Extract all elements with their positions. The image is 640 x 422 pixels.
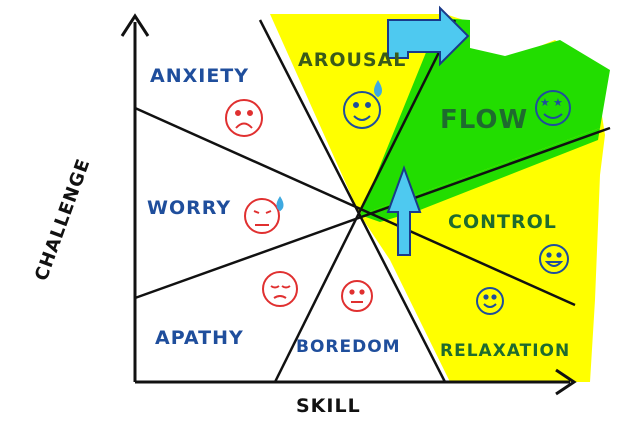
worried-sweat-icon bbox=[244, 196, 284, 234]
relaxation-label: RELAXATION bbox=[440, 341, 570, 361]
y-axis-label: CHALLENGE bbox=[31, 156, 95, 284]
y-axis-arrow bbox=[120, 13, 150, 37]
green-flow-region bbox=[360, 18, 610, 215]
svg-text:★: ★ bbox=[540, 97, 550, 109]
right-arrow-icon bbox=[387, 5, 470, 67]
worry-label: WORRY bbox=[147, 197, 231, 219]
sleepy-face-icon bbox=[262, 271, 298, 307]
up-arrow-icon bbox=[386, 165, 422, 256]
apathy-label: APATHY bbox=[155, 327, 244, 349]
star-eyes-face-icon: ★ ★ bbox=[535, 90, 571, 126]
arousal-label: AROUSAL bbox=[298, 49, 406, 71]
boredom-label: BOREDOM bbox=[296, 337, 401, 357]
anxiety-label: ANXIETY bbox=[150, 65, 249, 87]
divider-lines bbox=[134, 19, 611, 383]
x-axis-label: SKILL bbox=[296, 395, 361, 417]
svg-text:★: ★ bbox=[553, 97, 563, 109]
grin-face-icon bbox=[539, 244, 569, 274]
control-label: CONTROL bbox=[448, 211, 557, 233]
flow-label: FLOW bbox=[440, 105, 528, 135]
neutral-face-icon bbox=[341, 280, 373, 312]
x-axis-arrow bbox=[555, 368, 577, 396]
smile-sweat-icon bbox=[343, 80, 382, 129]
frown-face-icon bbox=[225, 99, 263, 137]
smile-face-icon bbox=[476, 287, 504, 315]
